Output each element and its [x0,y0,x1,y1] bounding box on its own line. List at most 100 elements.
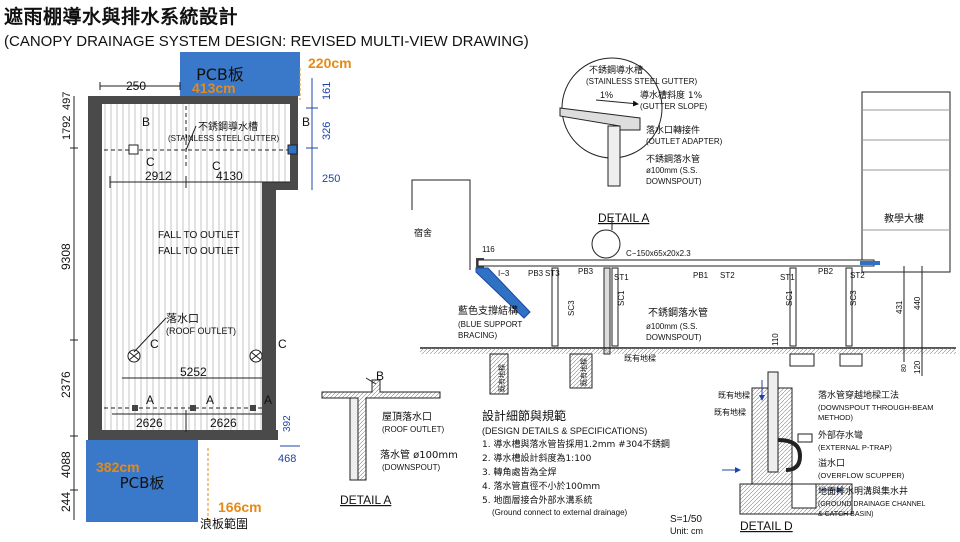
elevation-view: 宿舍 教學大樓 C−150x65x20x2.3 116 I−3 PB3 ST3 … [411,91,956,395]
dim-440: 440 [913,296,922,310]
page-subtitle: (CANOPY DRAINAGE SYSTEM DESIGN: REVISED … [4,33,529,50]
existing-beam-v2: 既有地樑 [579,358,588,386]
dorm-label: 宿舍 [414,227,432,239]
pcb-board-bottom [86,440,198,522]
elev-downspout-en: DOWNSPOUT) [646,333,702,342]
spec-item-4: 4. 落水管直徑不小於100mm [482,480,600,492]
elev-label-pb1: PB1 [693,271,709,280]
gutter-label-en: (STAINLESS STEEL GUTTER) [168,134,279,143]
elev-label-pb3-b: PB3 [578,267,594,276]
elev-downspout-size: ø100mm (S.S. [646,322,698,331]
specs-heading-zh: 設計細節與規範 [482,408,566,423]
pcb-top-dim: 413cm [192,80,236,96]
dim-2912: 2912 [145,169,172,183]
detail-d: 既有地樑 既有地樑 落水管穿越地樑工法 (DOWNSPOUT THROUGH-B… [714,371,934,533]
dd-existing-2: 既有地樑 [714,407,746,417]
dim-110: 110 [771,333,780,346]
dd-overflow-en: (OVERFLOW SCUPPER) [818,471,905,480]
section-c-1: C [146,155,155,169]
dim-392: 392 [282,415,293,432]
da-downspout-en: DOWNSPOUT) [646,177,702,186]
pcb-bottom-label: PCB板 [120,474,165,492]
dim-250-top: 250 [126,79,146,93]
detail-d-caption: DETAIL D [740,519,793,533]
specs-heading-en: (DESIGN DETAILS & SPECIFICATIONS) [482,426,647,436]
fall-to-outlet-1: FALL TO OUTLET [158,230,240,241]
outlet-square-2 [287,144,298,155]
i3-label: I−3 [498,269,510,278]
pcb-top-height: 220cm [308,55,352,71]
db-pipe-zh: 落水管 ø100mm [380,448,458,461]
spec-item-5-en: (Ground connect to external drainage) [492,508,628,517]
left-wall [88,98,102,436]
dim-244: 244 [59,492,73,512]
dim-2626-a: 2626 [136,416,163,430]
dim-116: 116 [482,245,495,254]
spec-item-3: 3. 轉角處皆為全焊 [482,466,556,478]
elev-label-st3: ST3 [545,269,560,278]
elev-label-st2-b: ST2 [850,271,865,280]
dd-ptrap-en: (EXTERNAL P-TRAP) [818,443,892,452]
dim-2376: 2376 [59,371,73,398]
dd-ground-en1: (GROUND DRAINAGE CHANNEL [818,501,925,508]
dim-250-right: 250 [322,173,340,185]
detail-b-caption: DETAIL A [340,493,391,507]
da-gutter-en: (STAINLESS STEEL GUTTER) [586,77,697,86]
detail-a-top: 1% 不銹鋼導水槽 (STAINLESS STEEL GUTTER) 導水槽斜度… [559,57,723,225]
section-c-2: C [212,159,221,173]
spec-item-5: 5. 地面層接合外部水溝系統 [482,494,592,506]
db-outlet-en: (ROOF OUTLET) [382,425,445,434]
da-slope-en: (GUTTER SLOPE) [640,102,707,111]
elev-label-st1-b: ST1 [780,273,795,282]
drawing-unit: Unit: cm [670,526,703,536]
dim-497: 497 [61,92,73,110]
teaching-building-label: 教學大樓 [884,212,924,225]
pcb-bottom-dim: 382cm [96,459,140,475]
dim-2626-b: 2626 [210,416,237,430]
dd-through-en2: METHOD) [818,413,853,422]
da-adapter-en: (OUTLET ADAPTER) [646,137,723,146]
spec-item-1: 1. 導水槽與落水管皆採用1.2mm #304不銹鋼 [482,438,670,450]
section-a-2: A [206,393,214,407]
sc3-a: SC3 [567,300,576,316]
section-a-3: A [264,393,272,407]
section-c-4: C [278,337,287,351]
da-adapter-zh: 落水口轉接件 [646,124,700,136]
dim-431: 431 [895,300,904,314]
dd-through-en1: (DOWNSPOUT THROUGH-BEAM [818,403,934,412]
sc1-a: SC1 [617,290,626,306]
outlet-square-1 [128,144,139,155]
dim-9308: 9308 [59,243,73,270]
dim-468: 468 [278,453,296,465]
blue-bracing-en1: (BLUE SUPPORT [458,320,522,329]
roof-outlet-en: (ROOF OUTLET) [166,326,236,336]
dim-4088: 4088 [59,451,73,478]
da-slope-zh: 導水槽斜度 1% [640,89,703,101]
db-pipe-en: (DOWNSPOUT) [382,463,441,472]
existing-beam-v1: 既有地樑 [497,364,506,392]
page-title: 遮雨棚導水與排水系統設計 [4,6,239,28]
roof-outlet-zh: 落水口 [166,312,199,325]
pcb-top-label: PCB板 [196,65,244,84]
specifications: 設計細節與規範 (DESIGN DETAILS & SPECIFICATIONS… [482,408,703,536]
dd-existing-1: 既有地樑 [718,390,750,400]
section-c-3: C [150,337,159,351]
section-a-1: A [146,393,154,407]
blue-bracing-en2: BRACING) [458,331,497,340]
slope-pct: 1% [600,90,613,100]
da-gutter-zh: 不銹鋼導水槽 [589,64,643,76]
dim-80: 80 [901,364,908,372]
top-wall [88,96,298,104]
detail-b: B 屋頂落水口 (ROOF OUTLET) 落水管 ø100mm (DOWNSP… [321,369,458,507]
dd-ground-en2: & CATCH BASIN) [818,511,874,518]
dd-ground-zh: 地面排水明溝與集水井 [818,485,908,497]
dim-5252: 5252 [180,365,207,379]
spec-item-2: 2. 導水槽設計斜度為1:100 [482,452,592,464]
detail-a-top-caption: DETAIL A [598,211,649,225]
dim-1792: 1792 [61,116,73,140]
dd-through-zh: 落水管穿越地樑工法 [818,389,899,401]
db-outlet-zh: 屋頂落水口 [382,411,432,423]
blue-bracing-zh: 藍色支撐結構 [458,304,518,317]
section-b-left: B [142,115,150,129]
